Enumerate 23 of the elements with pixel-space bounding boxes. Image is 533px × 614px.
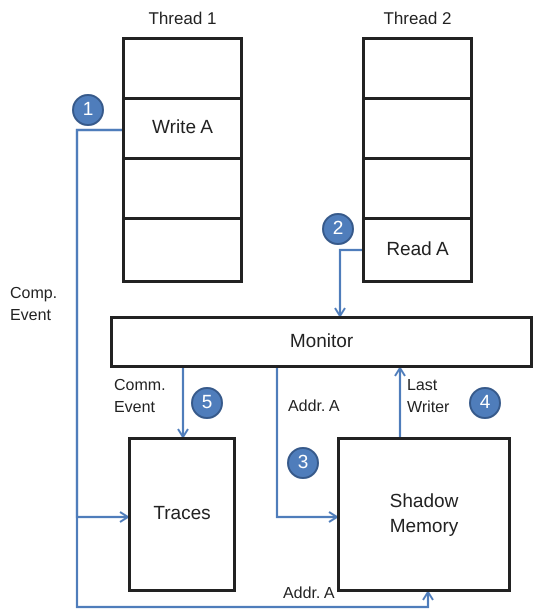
step-number-badge: 3 <box>287 447 319 479</box>
connector-arrow <box>177 368 189 438</box>
stack-cell: Write A <box>122 97 243 157</box>
connector-arrow <box>276 368 338 523</box>
connector-arrow <box>394 367 406 437</box>
step-number-badge: 2 <box>322 213 354 245</box>
step-number-badge: 5 <box>191 387 223 419</box>
empty-stack-cell <box>362 37 473 97</box>
process-box: Traces <box>128 437 236 592</box>
connector-arrow <box>76 128 434 608</box>
empty-stack-cell <box>122 37 243 97</box>
empty-stack-cell <box>122 217 243 283</box>
process-box: Monitor <box>110 316 533 368</box>
connector-arrow <box>334 248 365 317</box>
empty-stack-cell <box>122 157 243 217</box>
thread-heading: Thread 2 <box>382 9 453 29</box>
empty-stack-cell <box>362 157 473 217</box>
stack-cell: Read A <box>362 217 473 283</box>
empty-stack-cell <box>362 97 473 157</box>
step-number-badge: 1 <box>72 94 104 126</box>
process-box: Shadow Memory <box>337 437 511 592</box>
thread-heading: Thread 1 <box>147 9 218 29</box>
step-number-badge: 4 <box>469 387 501 419</box>
